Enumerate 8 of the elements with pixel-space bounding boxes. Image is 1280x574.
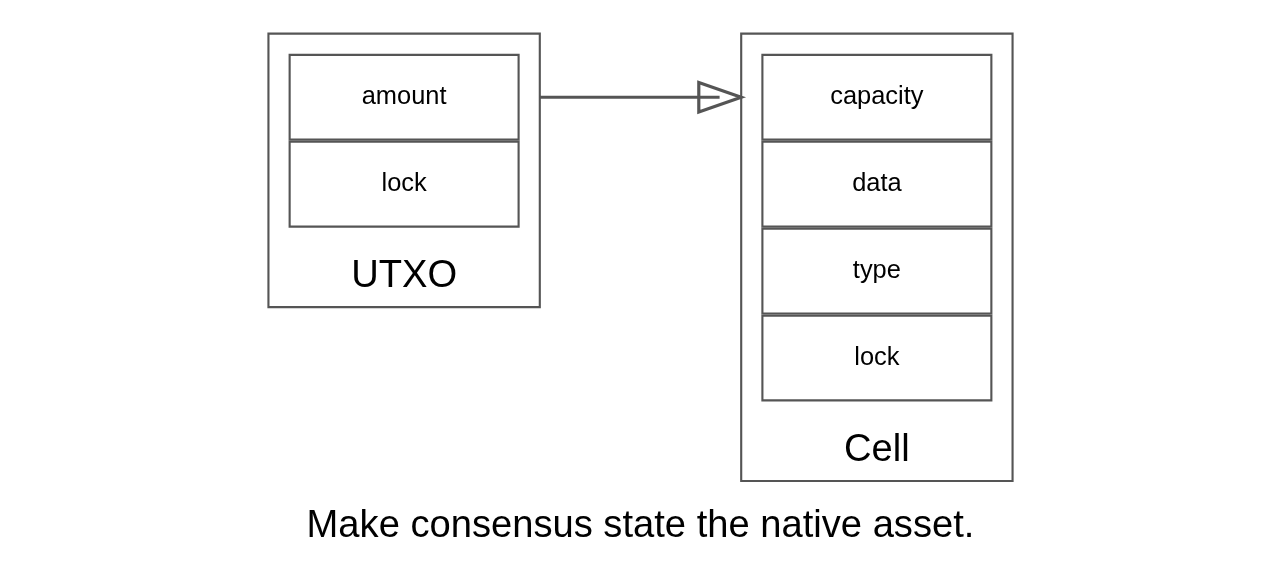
arrow (539, 80, 746, 115)
node-box: capacity (760, 53, 992, 141)
node-box: data (760, 140, 992, 228)
node-box: lock (288, 140, 520, 228)
node-box: type (760, 227, 992, 315)
caption: Make consensus state the native asset. (306, 501, 974, 545)
node-box: lock (760, 314, 992, 402)
node-box: amount (288, 53, 520, 141)
